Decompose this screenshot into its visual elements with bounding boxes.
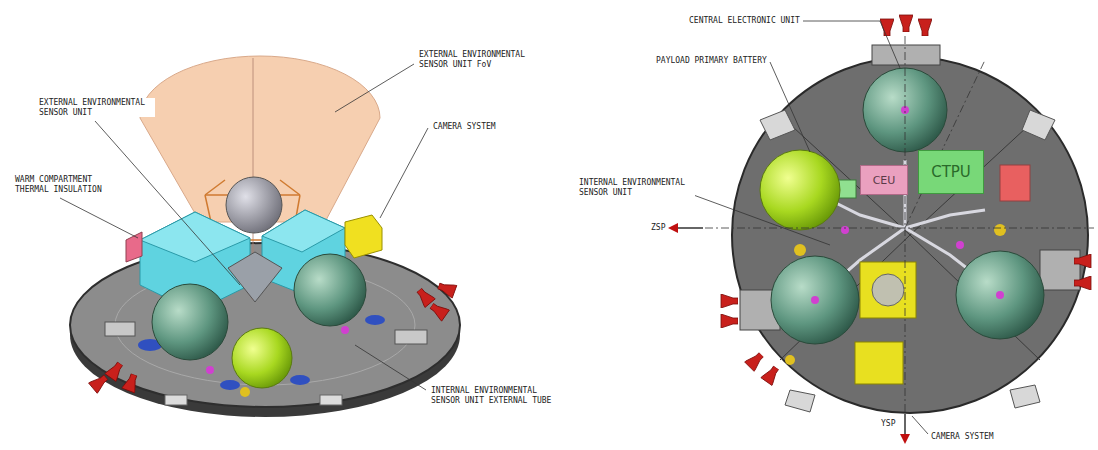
callout-label: YSP <box>880 419 896 429</box>
unit-box: CTPU <box>918 150 984 194</box>
callout-label: PAYLOAD PRIMARY BATTERY <box>655 56 768 66</box>
unit-name: CTPU <box>931 163 971 181</box>
callout-label: EXTERNAL ENVIRONMENTAL SENSOR UNIT FoV <box>418 50 535 69</box>
leader-lines <box>676 21 928 436</box>
callout-label: INTERNAL ENVIRONMENTAL SENSOR UNIT <box>578 178 695 197</box>
callout-label: CENTRAL ELECTRONIC UNIT <box>688 16 801 26</box>
callout-label: EXTERNAL ENVIRONMENTAL SENSOR UNIT <box>38 98 155 117</box>
callout-label: INTERNAL ENVIRONMENTAL SENSOR UNIT EXTER… <box>430 386 562 405</box>
callout-label: CAMERA SYSTEM <box>930 432 995 442</box>
unit-name: CEU <box>873 174 896 187</box>
callout-label: ZSP <box>650 223 666 233</box>
callout-label: WARM COMPARTMENT THERMAL INSULATION <box>14 175 111 194</box>
unit-box: CEU <box>860 165 908 195</box>
right-view <box>705 15 1094 413</box>
callout-label: CAMERA SYSTEM <box>432 122 497 132</box>
axis-arrowheads <box>668 223 910 444</box>
